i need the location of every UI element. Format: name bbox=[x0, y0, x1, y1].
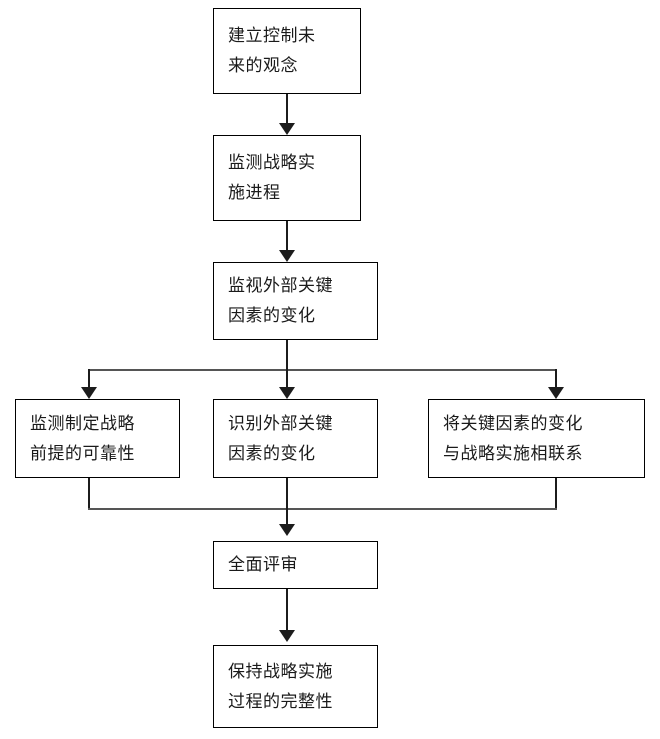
branch-right-drop-line bbox=[555, 369, 557, 391]
flow-node-4[interactable]: 监测制定战略 前提的可靠性 bbox=[15, 399, 180, 478]
flow-node-7-label: 全面评审 bbox=[228, 555, 298, 575]
flow-node-6[interactable]: 将关键因素的变化 与战略实施相联系 bbox=[428, 399, 645, 478]
flow-node-2[interactable]: 监测战略实 施进程 bbox=[213, 135, 361, 221]
edge-n2-n3-line bbox=[286, 221, 288, 253]
merge-left-stub-line bbox=[88, 478, 90, 510]
edge-n1-n2-line bbox=[286, 94, 288, 126]
flow-node-6-label: 将关键因素的变化 与战略实施相联系 bbox=[443, 413, 583, 464]
branch-bus-line bbox=[88, 369, 557, 371]
merge-center-arrowhead bbox=[279, 524, 295, 536]
flow-node-3-label: 监视外部关键 因素的变化 bbox=[228, 276, 333, 326]
flow-node-2-label: 监测战略实 施进程 bbox=[228, 153, 316, 203]
edge-n2-n3-arrowhead bbox=[279, 250, 295, 262]
flow-node-4-label: 监测制定战略 前提的可靠性 bbox=[30, 413, 135, 464]
edge-n1-n2-arrowhead bbox=[279, 123, 295, 135]
branch-stem-line bbox=[286, 340, 288, 370]
flow-node-3[interactable]: 监视外部关键 因素的变化 bbox=[213, 262, 378, 340]
merge-bus-line bbox=[88, 508, 557, 510]
edge-n7-n8-line bbox=[286, 589, 288, 631]
merge-center-line bbox=[286, 478, 288, 526]
branch-left-arrowhead bbox=[81, 387, 97, 399]
flow-node-8[interactable]: 保持战略实施 过程的完整性 bbox=[213, 645, 378, 728]
branch-right-arrowhead bbox=[548, 387, 564, 399]
flow-node-1[interactable]: 建立控制未 来的观念 bbox=[213, 8, 361, 94]
branch-left-drop-line bbox=[88, 369, 90, 391]
flow-node-7[interactable]: 全面评审 bbox=[213, 541, 378, 589]
merge-right-stub-line bbox=[555, 478, 557, 510]
flow-node-8-label: 保持战略实施 过程的完整性 bbox=[228, 661, 333, 712]
branch-center-drop-line bbox=[286, 369, 288, 391]
branch-center-arrowhead bbox=[279, 387, 295, 399]
flow-node-5[interactable]: 识别外部关键 因素的变化 bbox=[213, 399, 378, 478]
flow-node-5-label: 识别外部关键 因素的变化 bbox=[228, 413, 333, 464]
edge-n7-n8-arrowhead bbox=[279, 630, 295, 642]
flow-node-1-label: 建立控制未 来的观念 bbox=[228, 26, 316, 76]
